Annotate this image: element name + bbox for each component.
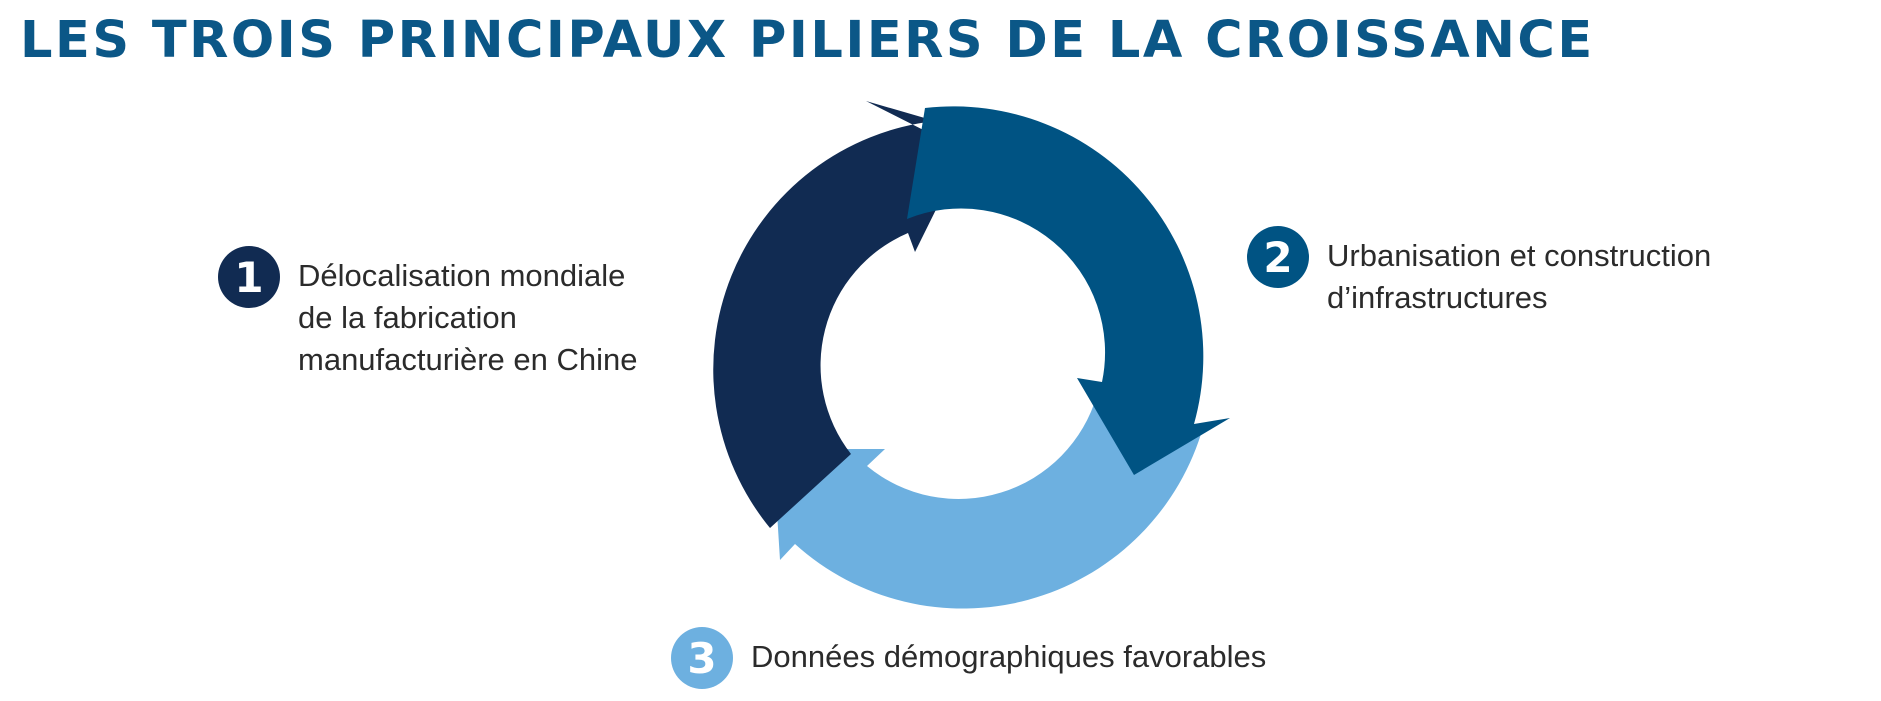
pillar-2: 2 Urbanisation et construction d’infrast… [1247,226,1711,319]
cycle-arrow-2 [907,106,1230,476]
page-title: LES TROIS PRINCIPAUX PILIERS DE LA CROIS… [20,11,1595,70]
pillar-1-number-badge: 1 [218,246,280,308]
pillar-3-label: Données démographiques favorables [751,639,1267,674]
cycle-arrow-1 [713,101,965,528]
pillar-1-label: Délocalisation mondiale de la fabricatio… [298,258,638,377]
pillar-3-number-badge: 3 [671,627,733,689]
pillar-2-label: Urbanisation et construction d’infrastru… [1327,238,1712,315]
pillar-1: 1 Délocalisation mondiale de la fabricat… [218,246,637,381]
pillar-2-number-badge: 2 [1247,226,1309,288]
pillar-3: 3 Données démographiques favorables [671,627,1266,689]
cycle-arrow-3 [773,395,1201,609]
